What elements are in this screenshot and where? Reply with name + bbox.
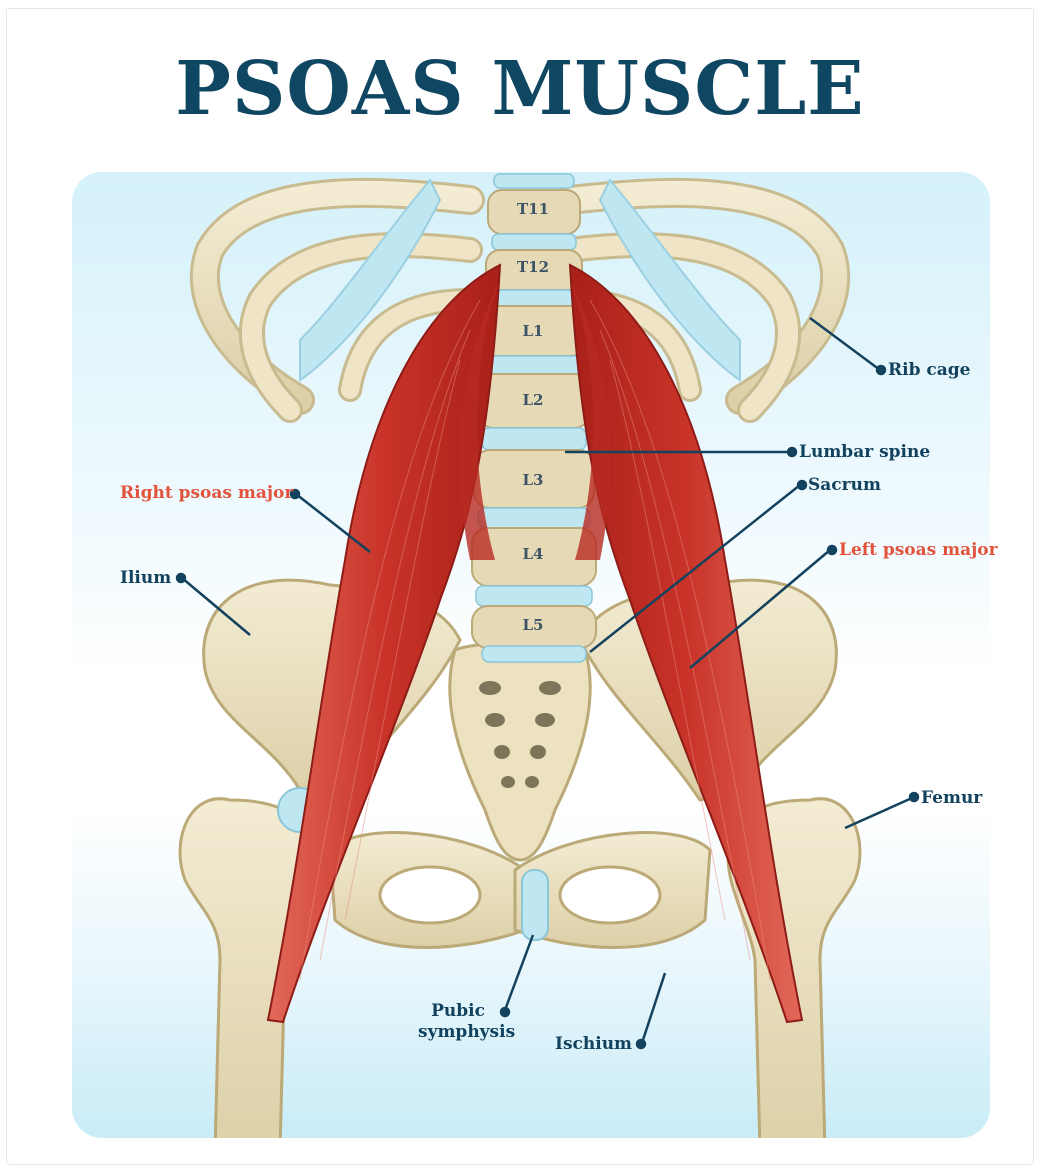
vertebra-l3-label: L3 [503, 471, 563, 489]
sacrum-label: Sacrum [808, 475, 881, 496]
vertebra-l4-label: L4 [503, 545, 563, 563]
pubic-symphysis-label: Pubic symphysis [418, 1001, 498, 1044]
pubic-symphysis-label-line2: symphysis [418, 1022, 498, 1043]
femur-label: Femur [921, 788, 982, 809]
rib-cage-label: Rib cage [888, 360, 970, 381]
vertebra-t11-label: T11 [503, 200, 563, 218]
left-psoas-major-label: Left psoas major [839, 540, 998, 561]
vertebra-t12-label: T12 [503, 258, 563, 276]
vertebra-l2-label: L2 [503, 391, 563, 409]
pubic-symphysis-label-line1: Pubic [418, 1001, 498, 1022]
lumbar-spine-label: Lumbar spine [799, 442, 930, 463]
ischium-label: Ischium [555, 1034, 632, 1055]
right-psoas-major-label: Right psoas major [120, 483, 293, 504]
vertebra-l1-label: L1 [503, 322, 563, 340]
vertebra-l5-label: L5 [503, 616, 563, 634]
ilium-label: Ilium [120, 568, 171, 589]
